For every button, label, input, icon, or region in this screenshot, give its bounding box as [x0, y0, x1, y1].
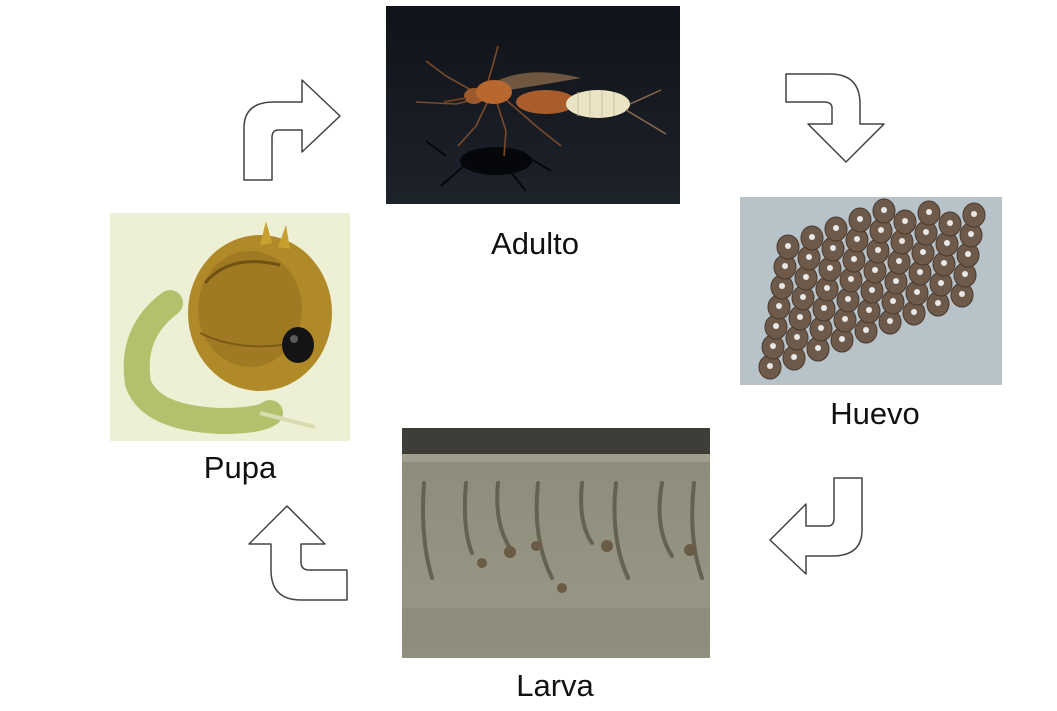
egg-raft-photo	[740, 197, 1002, 385]
curved-arrow-icon	[782, 70, 888, 166]
adult-mosquito-photo	[386, 6, 680, 204]
curved-arrow-icon	[240, 76, 344, 184]
egg-stage-label: Huevo	[780, 398, 970, 429]
adult-stage-label: Adulto	[440, 228, 630, 259]
larva-stage-label: Larva	[460, 670, 650, 701]
curved-arrow-icon	[766, 474, 866, 578]
curved-arrow-icon	[245, 500, 351, 604]
pupa-photo	[110, 213, 350, 441]
larva-photo	[402, 428, 710, 658]
pupa-stage-label: Pupa	[145, 452, 335, 483]
